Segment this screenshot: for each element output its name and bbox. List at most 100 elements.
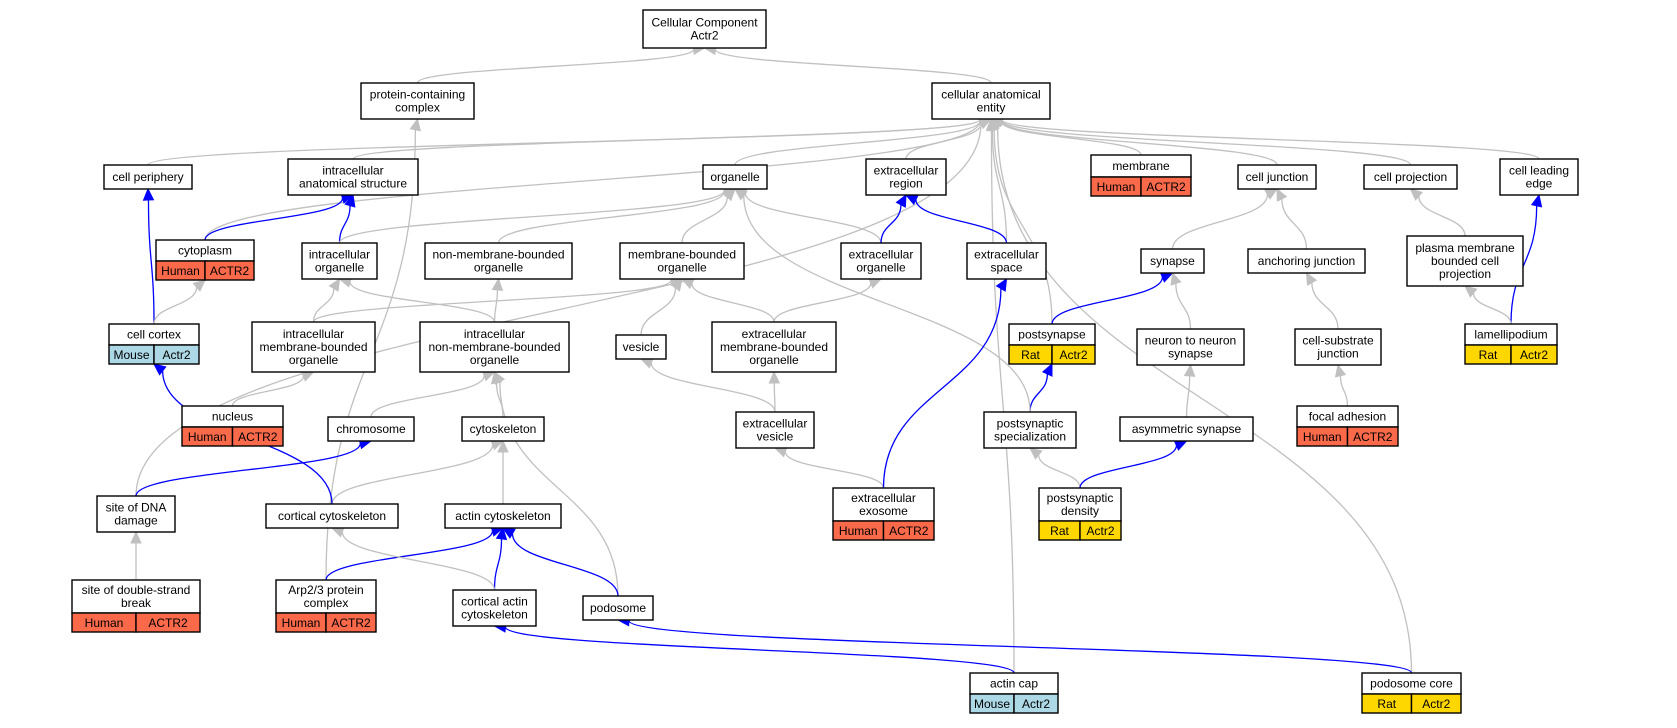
node-box bbox=[832, 487, 935, 522]
edge-extracellular_exosome-to-extracellular_space bbox=[882, 288, 1002, 489]
arrowhead-cortical_actin_cytoskeleton-to-actin_cytoskeleton bbox=[495, 526, 508, 541]
node-label-line: cellular anatomical bbox=[941, 88, 1040, 102]
node-cell_junction[interactable]: cell junction bbox=[1237, 164, 1317, 190]
edge-cell_projection-to-cellular_anatomical_entity bbox=[1001, 119, 1412, 166]
arrowhead-podosome_core-to-cellular_anatomical_entity bbox=[990, 118, 1003, 132]
gene-label: ACTR2 bbox=[238, 430, 278, 444]
node-organelle[interactable]: organelle bbox=[702, 164, 768, 190]
species-label: Rat bbox=[1021, 348, 1040, 362]
node-label-line: membrane-bounded bbox=[720, 340, 828, 354]
node-label-line: cell projection bbox=[1374, 170, 1447, 184]
node-synapse[interactable]: synapse bbox=[1140, 248, 1205, 274]
node-label-line: focal adhesion bbox=[1309, 410, 1386, 424]
edge-membrane-to-cellular_anatomical_entity bbox=[1001, 121, 1142, 156]
gene-cell bbox=[882, 520, 935, 541]
arrowhead-asymmetric_synapse-to-neuron_to_neuron_synapse bbox=[1183, 363, 1196, 377]
node-box bbox=[103, 164, 193, 190]
node-label-line: podosome bbox=[590, 601, 646, 615]
arrowhead-neuron_to_neuron_synapse-to-synapse bbox=[1170, 271, 1182, 286]
node-asymmetric_synapse[interactable]: asymmetric synapse bbox=[1119, 416, 1254, 442]
node-box bbox=[287, 158, 419, 196]
node-label-line: extracellular bbox=[742, 327, 807, 341]
edge-focal_adhesion-to-cell_substrate_junction bbox=[1339, 375, 1349, 407]
edge-podosome_core-to-cellular_anatomical_entity bbox=[997, 127, 1413, 674]
gene-label: ACTR2 bbox=[210, 264, 250, 278]
node-label-line: site of double-strand bbox=[82, 583, 191, 597]
edge-cell_leading_edge-to-cellular_anatomical_entity bbox=[1001, 119, 1540, 160]
species-label: Rat bbox=[1050, 524, 1069, 538]
edge-postsynapse-to-cellular_anatomical_entity bbox=[993, 129, 1053, 325]
node-podosome[interactable]: podosome bbox=[582, 595, 654, 621]
node-label-line: cytoskeleton bbox=[470, 422, 537, 436]
node-box bbox=[1247, 248, 1366, 274]
node-box bbox=[966, 242, 1047, 280]
node-chromosome[interactable]: chromosome bbox=[327, 416, 415, 442]
arrowhead-extracellular_organelle-to-extracellular_region bbox=[895, 193, 907, 208]
arrowhead-lamellipodium-to-cell_leading_edge bbox=[1530, 193, 1543, 208]
arrowhead-cortical_cytoskeleton-to-cell_cortex bbox=[153, 363, 167, 376]
node-anchoring_junction[interactable]: anchoring junction bbox=[1247, 248, 1366, 274]
node-label-line: synapse bbox=[1150, 254, 1195, 268]
node-cell_periphery[interactable]: cell periphery bbox=[103, 164, 193, 190]
edge-cell_cortex-to-cell_periphery bbox=[147, 199, 155, 325]
node-label-line: membrane bbox=[1112, 159, 1170, 173]
node-box bbox=[275, 579, 377, 614]
gene-cell bbox=[153, 344, 200, 365]
node-label-line: organelle bbox=[315, 261, 365, 275]
gene-cell bbox=[1079, 520, 1122, 541]
node-box bbox=[702, 164, 768, 190]
node-label-line: neuron to neuron bbox=[1145, 334, 1236, 348]
node-label-line: protein-containing bbox=[370, 88, 465, 102]
species-label: Human bbox=[839, 524, 878, 538]
gene-label: Actr2 bbox=[1086, 524, 1114, 538]
node-vesicle[interactable]: vesicle bbox=[615, 334, 667, 360]
node-label-line: organelle bbox=[474, 261, 524, 275]
node-cell_projection[interactable]: cell projection bbox=[1363, 164, 1458, 190]
node-box bbox=[71, 579, 201, 614]
node-label-line: intracellular bbox=[283, 327, 344, 341]
node-label-line: break bbox=[121, 596, 152, 610]
node-label-line: postsynaptic bbox=[1047, 491, 1114, 505]
node-label-line: organelle bbox=[710, 170, 760, 184]
node-box bbox=[96, 495, 176, 533]
edge-extracellular_mbo-to-membrane_bounded_organelle bbox=[691, 283, 775, 323]
node-cytoskeleton[interactable]: cytoskeleton bbox=[461, 416, 545, 442]
node-intracellular_nmbo[interactable]: intracellularnon-membrane-boundedorganel… bbox=[419, 321, 570, 373]
node-cortical_cytoskeleton[interactable]: cortical cytoskeleton bbox=[265, 503, 399, 529]
edge-intracellular_organelle-to-organelle bbox=[338, 190, 725, 244]
node-actin_cytoskeleton[interactable]: actin cytoskeleton bbox=[444, 503, 562, 529]
